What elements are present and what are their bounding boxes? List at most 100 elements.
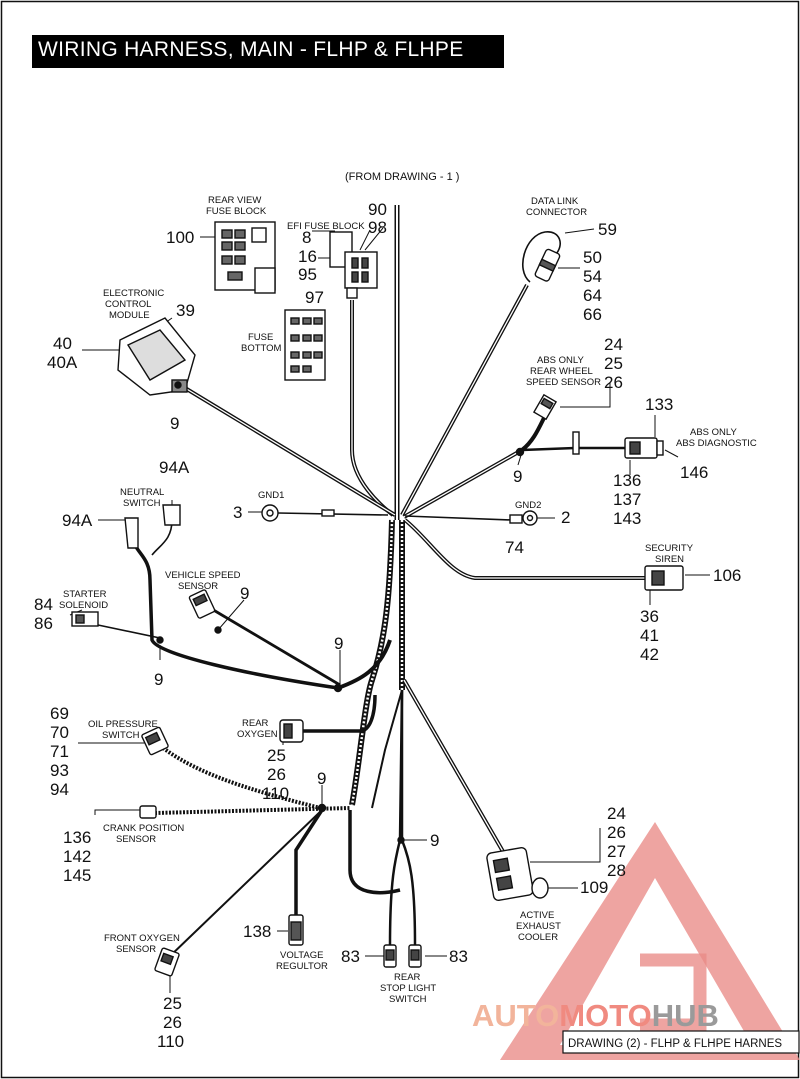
exhaust-label-3: COOLER: [518, 932, 558, 943]
neutral-label-2: SWITCH: [123, 498, 161, 509]
abs-rear-label-1: ABS ONLY: [537, 355, 584, 366]
component-labels: REAR VIEW FUSE BLOCK EFI FUSE BLOCK FUSE…: [59, 195, 757, 1005]
callout-24-abs: 24: [604, 335, 623, 354]
wire-lower-loop: [348, 810, 401, 895]
callout-74: 74: [505, 538, 524, 557]
callout-97: 97: [305, 288, 324, 307]
ecm-module: [117, 317, 196, 396]
gnd1-terminal: [261, 504, 335, 522]
callout-28: 28: [607, 861, 626, 880]
callout-66: 66: [583, 305, 602, 324]
callout-9-abs: 9: [513, 467, 522, 486]
data-link-connector: [534, 248, 561, 282]
ecm-label-3: MODULE: [109, 310, 150, 321]
regulator-label-1: VOLTAGE: [280, 950, 323, 961]
diagram-title: WIRING HARNESS, MAIN - FLHP & FLHPE: [38, 38, 464, 61]
siren-label-2: SIREN: [655, 554, 684, 565]
callout-9-vss: 9: [240, 584, 249, 603]
watermark-word: AUTOMOTOHUB: [472, 998, 719, 1033]
wire-abs-core: [403, 449, 523, 518]
callout-94a-top: 94A: [159, 458, 190, 477]
callout-2: 2: [561, 508, 570, 527]
wire-vss-join: [337, 639, 392, 690]
callout-100: 100: [166, 228, 194, 247]
callout-numbers: 100 90 98 8 16 95 97 59 50 54 64 66 39 4…: [34, 200, 741, 1051]
wire-vss: [204, 603, 341, 687]
oil-label-2: SWITCH: [102, 730, 140, 741]
neutral-label-1: NEUTRAL: [120, 487, 164, 498]
callout-93: 93: [50, 761, 69, 780]
callout-64: 64: [583, 286, 602, 305]
callout-145: 145: [63, 866, 91, 885]
wire-data-link-core: [401, 284, 528, 516]
callout-83-left: 83: [341, 947, 360, 966]
efi-fuse-label: EFI FUSE BLOCK: [287, 221, 365, 232]
callout-40a: 40A: [47, 353, 78, 372]
watermark-logo: AUTOMOTOHUB: [472, 822, 800, 1060]
callout-9-ecm: 9: [170, 414, 179, 433]
callout-24-exhaust: 24: [607, 804, 626, 823]
watermark-triangle: [500, 822, 800, 1060]
rear-o2-label-2: OXYGEN: [237, 729, 278, 740]
wire-stop-b: [400, 690, 417, 946]
rear-o2-label-1: REAR: [242, 718, 269, 729]
callout-136-crank: 136: [63, 828, 91, 847]
callout-9-lower: 9: [317, 769, 326, 788]
data-link-label-1: DATA LINK: [531, 196, 579, 207]
callout-69: 69: [50, 704, 69, 723]
siren-label-1: SECURITY: [645, 543, 694, 554]
front-oxygen-connector: [154, 947, 180, 977]
callout-41: 41: [640, 626, 659, 645]
callout-42: 42: [640, 645, 659, 664]
crank-position-sensor: [139, 805, 157, 819]
stop-light-label-1: REAR: [394, 972, 421, 983]
callout-110-rear-o2: 110: [262, 784, 289, 803]
vss-label-2: SENSOR: [178, 581, 218, 592]
vss-label-1: VEHICLE SPEED: [165, 570, 241, 581]
abs-diag-label-2: ABS DIAGNOSTIC: [676, 438, 757, 449]
callout-94a-left: 94A: [62, 511, 93, 530]
callout-59: 59: [598, 220, 617, 239]
rear-oxygen-connector: [279, 719, 304, 743]
crank-label-1: CRANK POSITION: [103, 823, 184, 834]
callout-16: 16: [298, 247, 317, 266]
callout-3: 3: [233, 503, 242, 522]
voltage-regulator-connector: [288, 914, 304, 946]
abs-diagnostic-connector: [572, 431, 664, 459]
front-o2-label-2: SENSOR: [116, 944, 156, 955]
wire-siren-core: [404, 519, 645, 579]
callout-54: 54: [583, 267, 602, 286]
abs-diag-label-1: ABS ONLY: [690, 427, 737, 438]
callout-26-front-o2: 26: [163, 1013, 182, 1032]
components: [71, 221, 684, 977]
callout-86: 86: [34, 614, 53, 633]
vehicle-speed-sensor: [188, 589, 216, 619]
data-link-label-2: CONNECTOR: [526, 207, 587, 218]
callout-94: 94: [50, 780, 69, 799]
rear-view-fuse-block: [214, 221, 276, 294]
callout-84: 84: [34, 595, 53, 614]
data-link-loop: [521, 231, 561, 283]
wire-regulator: [294, 809, 324, 915]
callout-109: 109: [580, 878, 608, 897]
callout-90: 90: [368, 200, 387, 219]
callout-142: 142: [63, 847, 91, 866]
oil-pressure-switch: [141, 726, 169, 756]
ecm-label-2: CONTROL: [105, 299, 151, 310]
from-drawing-label: (FROM DRAWING - 1 ): [345, 171, 459, 183]
abs-rear-label-2: REAR WHEEL: [530, 366, 593, 377]
rear-view-label-1: REAR VIEW: [208, 195, 261, 206]
exhaust-label-2: EXHAUST: [516, 921, 561, 932]
wire-efi-core: [351, 300, 394, 516]
title-banner: [32, 35, 504, 68]
fuse-bottom-label-1: FUSE: [248, 332, 273, 343]
wire-gnd2: [404, 515, 513, 521]
callout-143: 143: [613, 509, 641, 528]
callout-71: 71: [50, 742, 69, 761]
callout-36: 36: [640, 607, 659, 626]
neutral-switch: [124, 504, 181, 549]
callout-25-front-o2: 25: [163, 994, 182, 1013]
